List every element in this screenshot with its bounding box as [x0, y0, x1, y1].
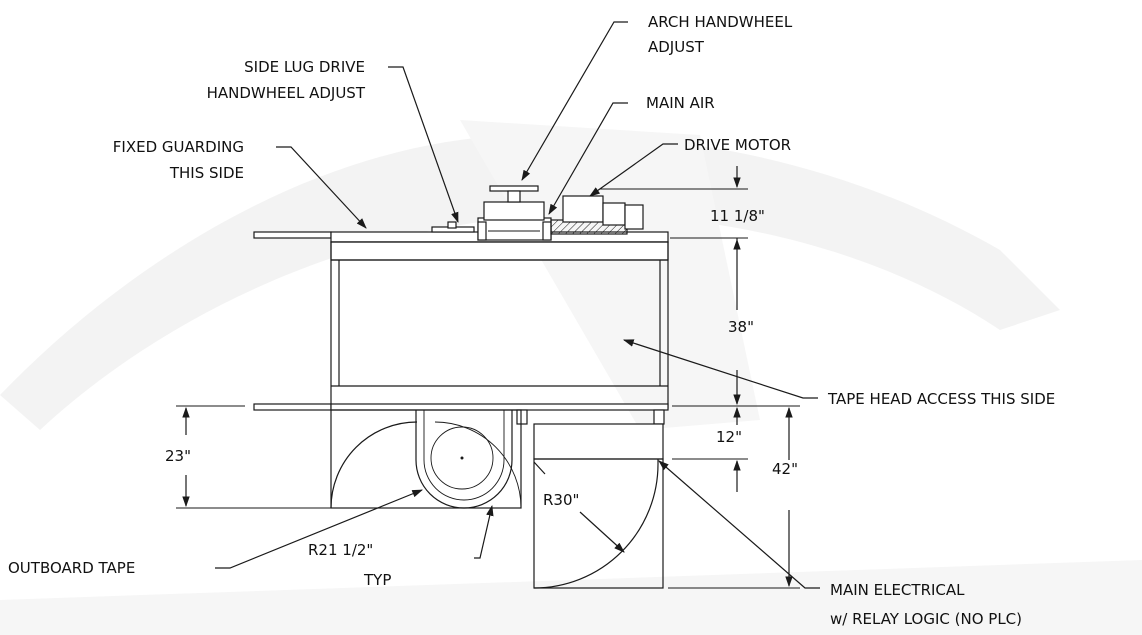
label-side-lug-drive: SIDE LUG DRIVE: [244, 58, 365, 76]
label-outboard-tape: OUTBOARD TAPE: [8, 559, 135, 577]
label-main-electrical-line2: w/ RELAY LOGIC (NO PLC): [830, 610, 1022, 628]
label-drive-motor: DRIVE MOTOR: [684, 136, 791, 154]
outboard-tape-frame: [330, 409, 522, 509]
label-main-electrical: MAIN ELECTRICAL: [830, 581, 965, 599]
upper-frame-rail: [330, 241, 669, 261]
label-r21: R21 1/2": [308, 541, 373, 559]
leader-lines: [215, 21, 820, 589]
label-arch-handwheel-line2: ADJUST: [648, 38, 705, 56]
outboard-tape-housing: [415, 410, 513, 509]
callout-labels: ARCH HANDWHEEL ADJUST SIDE LUG DRIVE HAN…: [8, 13, 1055, 628]
label-main-air: MAIN AIR: [646, 94, 715, 112]
background-watermark: [0, 120, 1142, 635]
tape-roll: [430, 426, 494, 490]
electrical-cabinet: [533, 458, 664, 589]
fixed-guard-plate: [253, 231, 332, 239]
dim-lower-height: 12": [716, 428, 742, 446]
drive-motor: [562, 195, 604, 223]
outboard-door-swing: [330, 421, 418, 509]
label-tape-head-access: TAPE HEAD ACCESS THIS SIDE: [827, 390, 1055, 408]
arch-handwheel: [489, 185, 539, 192]
arch-assembly: [477, 217, 552, 241]
dim-top-height: 11 1/8": [710, 207, 765, 225]
outboard-deck-plate: [253, 403, 332, 411]
label-side-lug-drive-line2: HANDWHEEL ADJUST: [207, 84, 366, 102]
label-r21-typ: TYP: [363, 571, 391, 589]
lower-deck: [330, 403, 669, 411]
dim-frame-height: 38": [728, 318, 754, 336]
label-fixed-guarding: FIXED GUARDING: [113, 138, 244, 156]
label-arch-handwheel: ARCH HANDWHEEL: [648, 13, 793, 31]
machine-body: [253, 185, 669, 589]
dim-cabinet-height: 42": [772, 460, 798, 478]
label-r30: R30": [543, 491, 579, 509]
electrical-cabinet-top: [533, 423, 664, 460]
label-fixed-guarding-line2: THIS SIDE: [169, 164, 244, 182]
dimension-labels: 11 1/8" 38" 12" 42" 23": [165, 207, 798, 478]
dim-left-height: 23": [165, 447, 191, 465]
